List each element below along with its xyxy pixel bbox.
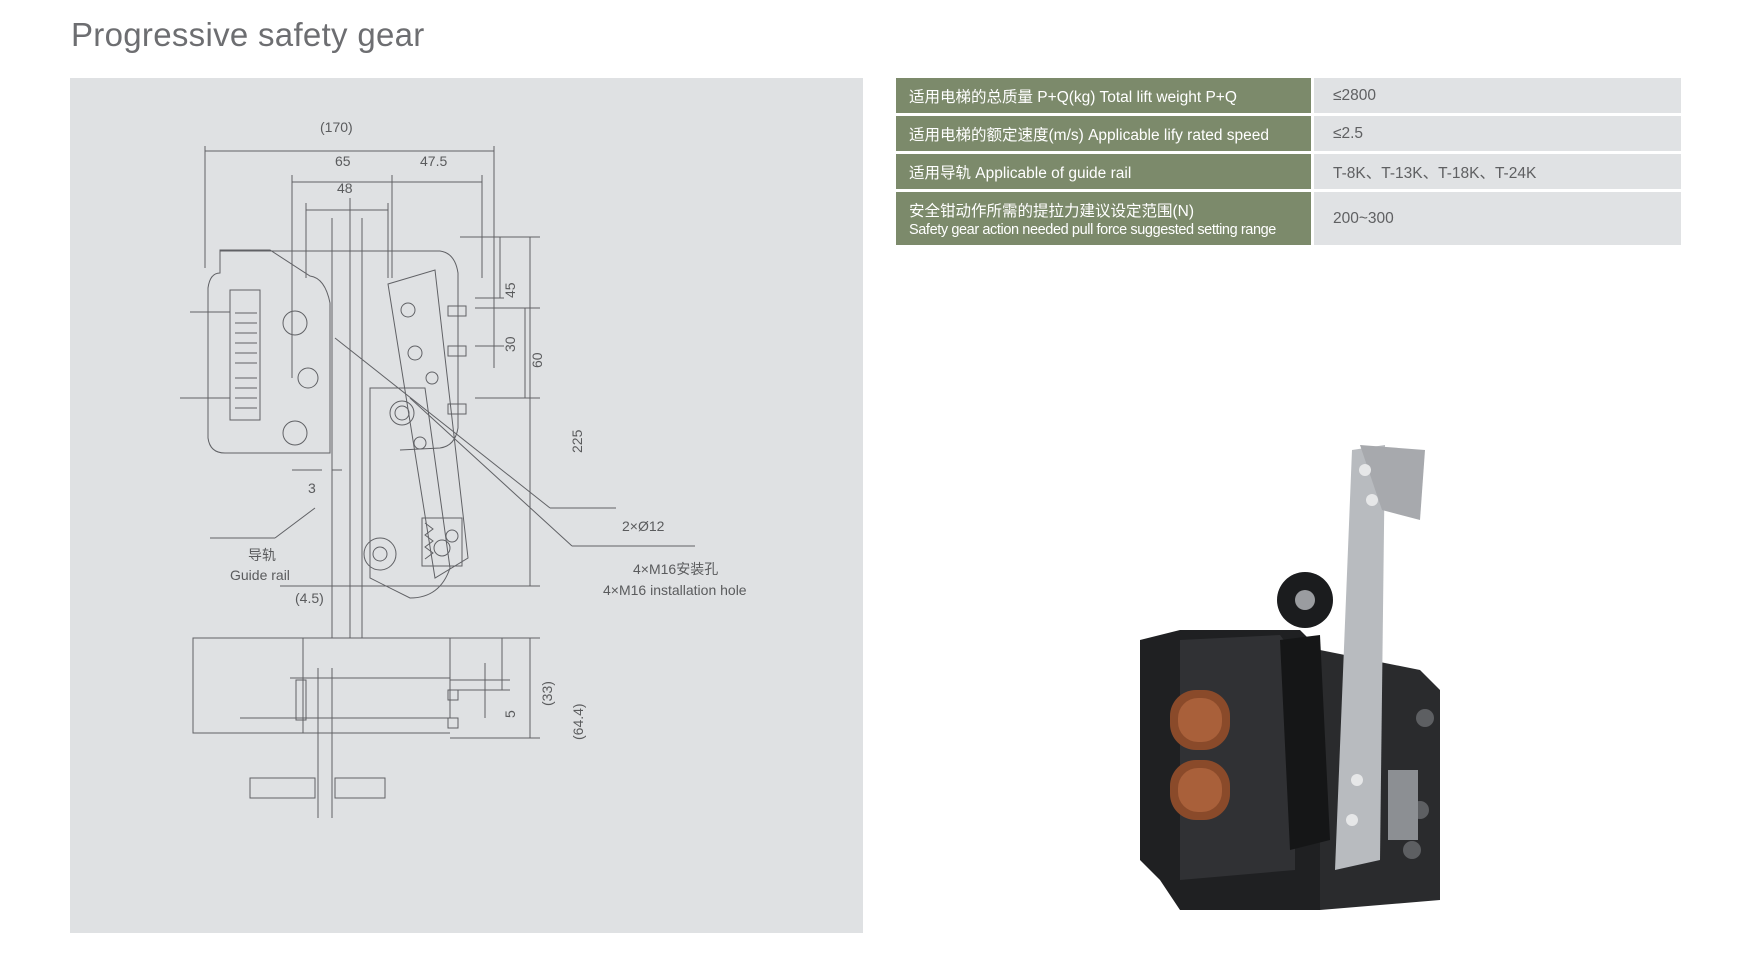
spec-label: 适用导轨 Applicable of guide rail: [896, 154, 1311, 192]
dim-47-5: 47.5: [420, 153, 447, 169]
dim-3: 3: [308, 480, 316, 496]
dim-4-5: (4.5): [295, 590, 324, 606]
spec-label-text: 适用电梯的额定速度(m/s) Applicable lify rated spe…: [909, 126, 1270, 144]
callout-rail-cn: 导轨: [248, 547, 276, 563]
spec-value: 200~300: [1311, 192, 1681, 248]
spec-row-rail: 适用导轨 Applicable of guide rail T-8K、T-13K…: [896, 154, 1681, 192]
spec-row-speed: 适用电梯的额定速度(m/s) Applicable lify rated spe…: [896, 116, 1681, 154]
callout-rail-en: Guide rail: [230, 567, 290, 583]
dim-170: (170): [320, 119, 353, 135]
spec-value: T-8K、T-13K、T-18K、T-24K: [1311, 154, 1681, 192]
safety-gear-illustration: [1140, 445, 1440, 910]
callout-holes: 2×Ø12: [622, 518, 665, 534]
dim-64-4: (64.4): [570, 703, 586, 740]
spec-value: ≤2.5: [1311, 116, 1681, 154]
dim-65: 65: [335, 153, 351, 169]
product-photo: [1120, 440, 1520, 930]
dim-45: 45: [502, 282, 518, 298]
dim-33: (33): [539, 681, 555, 706]
spec-row-weight: 适用电梯的总质量 P+Q(kg) Total lift weight P+Q ≤…: [896, 78, 1681, 116]
callout-install-en: 4×M16 installation hole: [603, 582, 747, 598]
page-title: Progressive safety gear: [71, 16, 425, 53]
dim-225: 225: [569, 429, 585, 453]
technical-drawing: (170) 65 47.5 48 45 30 60 225 3 (4.5) (3…: [180, 119, 747, 818]
spec-label: 适用电梯的额定速度(m/s) Applicable lify rated spe…: [896, 116, 1311, 154]
dim-48: 48: [337, 180, 353, 196]
spec-label-text: 适用导轨 Applicable of guide rail: [909, 164, 1132, 182]
spec-label: 适用电梯的总质量 P+Q(kg) Total lift weight P+Q: [896, 78, 1311, 116]
spec-value: ≤2800: [1311, 78, 1681, 116]
spec-table: 适用电梯的总质量 P+Q(kg) Total lift weight P+Q ≤…: [896, 78, 1681, 248]
spec-label-text: 安全钳动作所需的提拉力建议设定范围(N): [909, 203, 1195, 220]
spec-label-text: 适用电梯的总质量 P+Q(kg) Total lift weight P+Q: [909, 88, 1237, 106]
spec-label-subtext: Safety gear action needed pull force sug…: [909, 222, 1276, 238]
spec-label: 安全钳动作所需的提拉力建议设定范围(N) Safety gear action …: [896, 192, 1311, 248]
dim-30: 30: [502, 336, 518, 352]
dim-5: 5: [502, 710, 518, 718]
technical-drawing-panel: (170) 65 47.5 48 45 30 60 225 3 (4.5) (3…: [70, 78, 863, 933]
callout-install-cn: 4×M16安装孔: [633, 561, 718, 577]
spec-row-pull-force: 安全钳动作所需的提拉力建议设定范围(N) Safety gear action …: [896, 192, 1681, 248]
dim-60: 60: [529, 352, 545, 368]
